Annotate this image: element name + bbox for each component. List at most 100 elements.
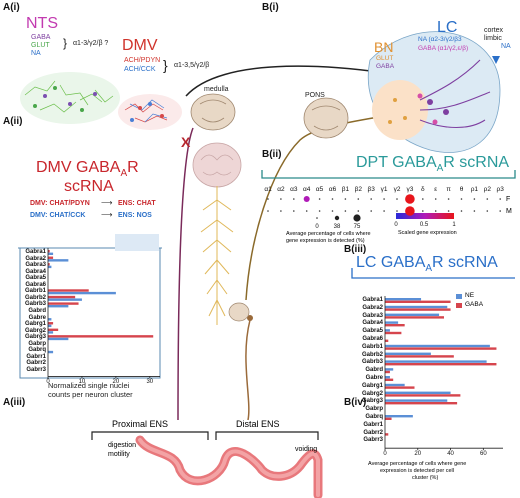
dmv-bar-gabrg3-dmv-chat-pdyn <box>48 335 154 338</box>
lc-legend-ne: NE <box>465 292 475 299</box>
lc-xtick-label-60: 60 <box>479 451 487 458</box>
dmv-line1: ACH/PDYN <box>124 57 161 64</box>
brain-illustration <box>192 142 242 188</box>
lc-region-illustration <box>368 31 501 153</box>
lc-legend-ne-swatch <box>456 294 462 299</box>
lc-bar-gabra2-ne <box>385 305 448 309</box>
dpt-dot-m-11 <box>396 210 398 212</box>
dmv-bar-gabra2-dmv-chat-pdyn <box>48 256 54 259</box>
dpt-dot-f-4 <box>303 195 310 203</box>
dmv-bar-gabra1-dmv-chat-cck <box>48 252 54 255</box>
lc-label-gabrr1: Gabrr1 <box>363 421 383 428</box>
dpt-dot-m-7 <box>344 210 347 212</box>
dpt-col-18: ρ2 <box>483 186 491 193</box>
dmv-label-gabrg1: Gabrg1 <box>24 321 46 328</box>
lc-bar-gabrb3-gaba <box>385 363 497 366</box>
lc-bar-gabrd-gaba <box>385 370 390 374</box>
dpt-dot-m-12 <box>405 206 415 216</box>
dmv-bar-gabrb1-dmv-chat-pdyn <box>48 289 89 292</box>
lc-bar-gabrg1-ne <box>385 383 405 387</box>
dpt-dot-m-8 <box>357 210 360 212</box>
lc-label-gabra2: Gabra2 <box>362 304 383 311</box>
lc-na2-label: NA <box>501 43 511 50</box>
lc-bar-gabra1-ne <box>385 298 422 301</box>
dpt-col-11: γ2 <box>393 186 401 193</box>
dpt-dot-m-19 <box>499 210 502 212</box>
dpt-dot-f-15 <box>447 198 450 200</box>
proximal-ens-bracket <box>91 431 209 440</box>
size-legend-dot-75 <box>353 214 361 222</box>
dmv-chart-title-line2: scRNA <box>64 178 114 195</box>
size-caption-1: Average percentage of cells where <box>286 231 371 237</box>
size-tick-75: 75 <box>353 224 361 230</box>
lc-bar-gabrr2-gaba <box>385 433 389 436</box>
dmv-bar-gabrq-dmv-chat-cck <box>48 350 54 354</box>
lc-bar-gabrg2-gaba <box>385 394 461 397</box>
dmv-pdyn-label: DMV: CHAT/PDYN <box>30 200 90 207</box>
nts-subunits: α1-3/γ2/β ? <box>73 40 109 47</box>
dpt-dot-f-5 <box>318 198 321 200</box>
color-caption: Scaled gene expression <box>398 230 457 236</box>
dpt-col-6: α6 <box>328 186 337 193</box>
digestion-label: digestion <box>108 442 137 449</box>
lc-bar-gabrg3-gaba <box>385 402 458 405</box>
pons-label: PONS <box>305 92 325 99</box>
lc-xlabel-3: cluster (%) <box>412 475 439 481</box>
lc-label-gabra6: Gabra6 <box>362 336 383 342</box>
dpt-dot-f-14 <box>434 198 437 200</box>
lc-bar-gabre-ne <box>385 376 390 379</box>
nts-na-label: NA <box>31 50 41 57</box>
dmv-label-gabra4: Gabra4 <box>25 268 46 275</box>
lc-xlabel-2: expression is detected per cell <box>380 468 454 474</box>
dmv-line2: ACH/CCK <box>124 66 156 73</box>
dpt-dot-f-12 <box>405 194 415 204</box>
nts-gaba-label: GABA <box>31 34 51 41</box>
voiding-label: voiding <box>295 446 318 453</box>
dpt-col-7: β1 <box>341 186 350 193</box>
dpt-col-13: δ <box>420 186 425 193</box>
panel-label-biv: B(iv) <box>344 397 367 408</box>
dpt-row-f: F <box>506 196 511 203</box>
lc-xlabel-1: Average percentage of cells where gene <box>368 461 467 467</box>
size-tick-38: 38 <box>333 224 341 230</box>
color-tick-0: 0 <box>394 222 398 228</box>
size-legend-dot-0 <box>316 217 318 219</box>
size-caption-2: gene expression is detected (%) <box>286 238 365 244</box>
dpt-col-17: ρ1 <box>470 186 479 193</box>
dmv-label-gabrd: Gabrd <box>28 307 46 314</box>
dpt-dot-f-6 <box>331 198 334 200</box>
dpt-col-5: α5 <box>315 186 324 193</box>
lc-label-gabrq: Gabrq <box>365 414 383 420</box>
lc-bar-gabra5-gaba <box>385 331 402 335</box>
panel-label-biii: B(iii) <box>344 244 367 255</box>
lc-bar-gabrb1-gaba <box>385 347 497 350</box>
dpt-col-19: ρ3 <box>496 186 504 193</box>
dmv-chart-title: DMV GABAAR <box>36 159 139 180</box>
dmv-bar-gabrg1-dmv-chat-cck <box>48 324 52 328</box>
dpt-dot-f-16 <box>460 198 463 200</box>
ens-nos-label: ENS: NOS <box>118 212 152 219</box>
lc-bar-gabrb3-ne <box>385 360 487 363</box>
lc-bar-gabra4-ne <box>385 321 399 324</box>
dmv-label-gabrq: Gabrq <box>28 347 46 354</box>
dmv-subunits: α1-3,5/γ2/β <box>174 62 210 69</box>
nts-title: NTS <box>26 15 58 32</box>
dmv-bar-gabrb2-dmv-chat-cck <box>48 298 82 301</box>
dmv-bar-gabrg3-dmv-chat-cck <box>48 337 69 341</box>
panel-label-aii: A(ii) <box>3 116 23 127</box>
dmv-chart-frame <box>19 248 161 379</box>
bn-gaba-label: GABA <box>376 63 395 70</box>
limbic-label: limbic <box>484 35 502 42</box>
dpt-title: DPT GABAAR scRNA <box>356 154 510 175</box>
dpt-col-8: β2 <box>354 186 362 193</box>
spinal-cord-illustration <box>200 186 234 325</box>
lc-legend-gaba-swatch <box>456 303 462 308</box>
cortex-label: cortex <box>484 27 504 34</box>
dmv-label-gabrr3: Gabrr3 <box>26 366 46 373</box>
dpt-dot-plot <box>267 194 502 216</box>
dmv-label-gabrr2: Gabrr2 <box>26 360 46 367</box>
dmv-xtick-label-30: 30 <box>146 379 154 386</box>
dmv-label-gabrg3: Gabrg3 <box>24 334 46 341</box>
lc-bar-gabrq-gaba <box>385 417 392 420</box>
